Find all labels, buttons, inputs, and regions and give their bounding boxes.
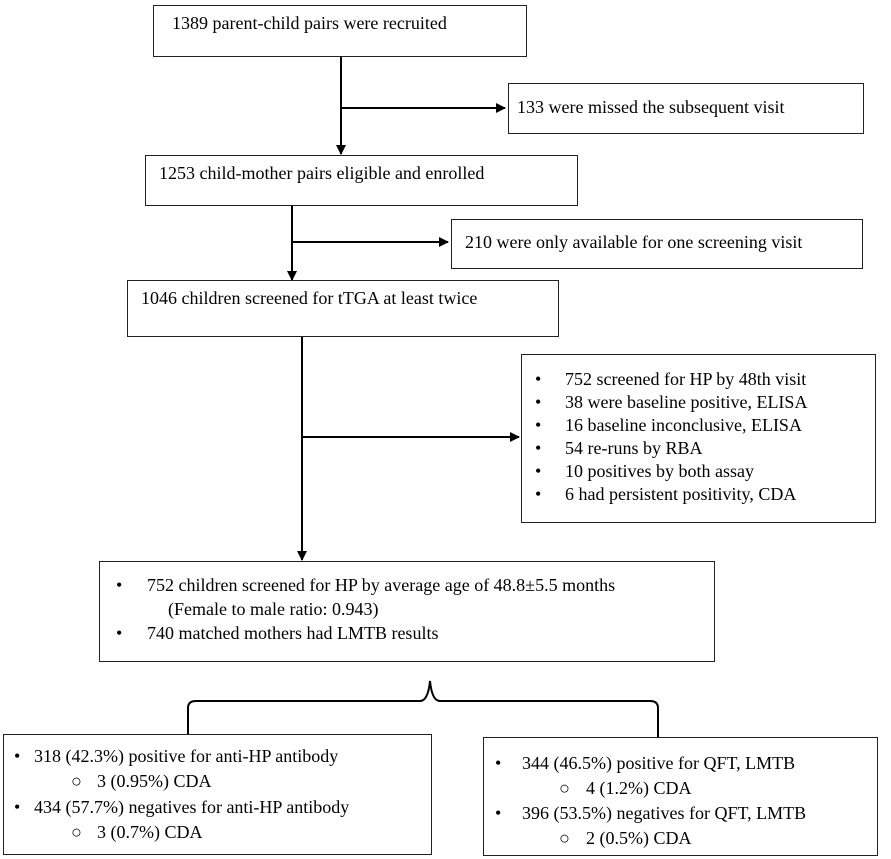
anti-hp-positive-cda: 3 (0.95%) CDA <box>97 771 212 791</box>
qft-negative: 396 (53.5%) negatives for QFT, LMTB <box>522 803 807 823</box>
bullet: • <box>495 753 502 773</box>
qft-positive: 344 (46.5%) positive for QFT, LMTB <box>522 753 796 773</box>
hp-item-text: 6 had persistent positivity, CDA <box>565 484 797 504</box>
screened-twice-text: 1046 children screened for tTGA at least… <box>141 288 478 308</box>
recruited-box: 1389 parent-child pairs were recruited <box>153 5 527 57</box>
sub-bullet: ○ <box>559 778 570 798</box>
bullet: • <box>14 746 21 766</box>
bullet: • <box>535 415 542 435</box>
bullet: • <box>14 797 21 817</box>
anti-hp-results-box: • 318 (42.3%) positive for anti-HP antib… <box>3 734 432 855</box>
one-visit-box: 210 were only available for one screenin… <box>451 219 863 269</box>
bullet: • <box>116 623 123 643</box>
main-item-1: 752 children screened for HP by average … <box>147 575 616 595</box>
bullet: • <box>535 369 542 389</box>
bullet: • <box>535 484 542 504</box>
main-item-1-sub: (Female to male ratio: 0.943) <box>168 599 379 619</box>
hp-item-text: 16 baseline inconclusive, ELISA <box>565 415 802 435</box>
qft-positive-cda: 4 (1.2%) CDA <box>586 778 692 798</box>
hp-screening-box: • 752 screened for HP by 48th visit • 38 w… <box>521 354 876 523</box>
anti-hp-negative-cda: 3 (0.7%) CDA <box>97 822 203 842</box>
curly-brace <box>187 680 659 737</box>
anti-hp-positive: 318 (42.3%) positive for anti-HP antibod… <box>34 746 339 766</box>
bullet: • <box>535 461 542 481</box>
anti-hp-negative: 434 (57.7%) negatives for anti-HP antibo… <box>34 797 350 817</box>
sub-bullet: ○ <box>71 822 82 842</box>
hp-item-text: 54 re-runs by RBA <box>565 438 703 458</box>
enrolled-box: 1253 child-mother pairs eligible and enr… <box>145 155 578 206</box>
sub-bullet: ○ <box>559 828 570 848</box>
screened-twice-box: 1046 children screened for tTGA at least… <box>127 280 559 337</box>
enrolled-text: 1253 child-mother pairs eligible and enr… <box>159 163 485 183</box>
qft-results-box: • 344 (46.5%) positive for QFT, LMTB ○ 4… <box>483 737 878 856</box>
main-summary-box: • 752 children screened for HP by averag… <box>99 561 715 662</box>
recruited-text: 1389 parent-child pairs were recruited <box>172 13 447 33</box>
hp-item-text: 752 screened for HP by 48th visit <box>565 369 807 389</box>
missed-visit-box: 133 were missed the subsequent visit <box>508 83 864 134</box>
bullet: • <box>535 392 542 412</box>
hp-item-text: 38 were baseline positive, ELISA <box>565 392 808 412</box>
one-visit-text: 210 were only available for one screenin… <box>465 232 803 252</box>
bullet: • <box>116 575 123 595</box>
main-item-2: 740 matched mothers had LMTB results <box>147 623 439 643</box>
missed-visit-text: 133 were missed the subsequent visit <box>517 97 785 117</box>
sub-bullet: ○ <box>71 771 82 791</box>
bullet: • <box>495 803 502 823</box>
hp-item-text: 10 positives by both assay <box>565 461 754 481</box>
qft-negative-cda: 2 (0.5%) CDA <box>586 828 692 848</box>
bullet: • <box>535 438 542 458</box>
